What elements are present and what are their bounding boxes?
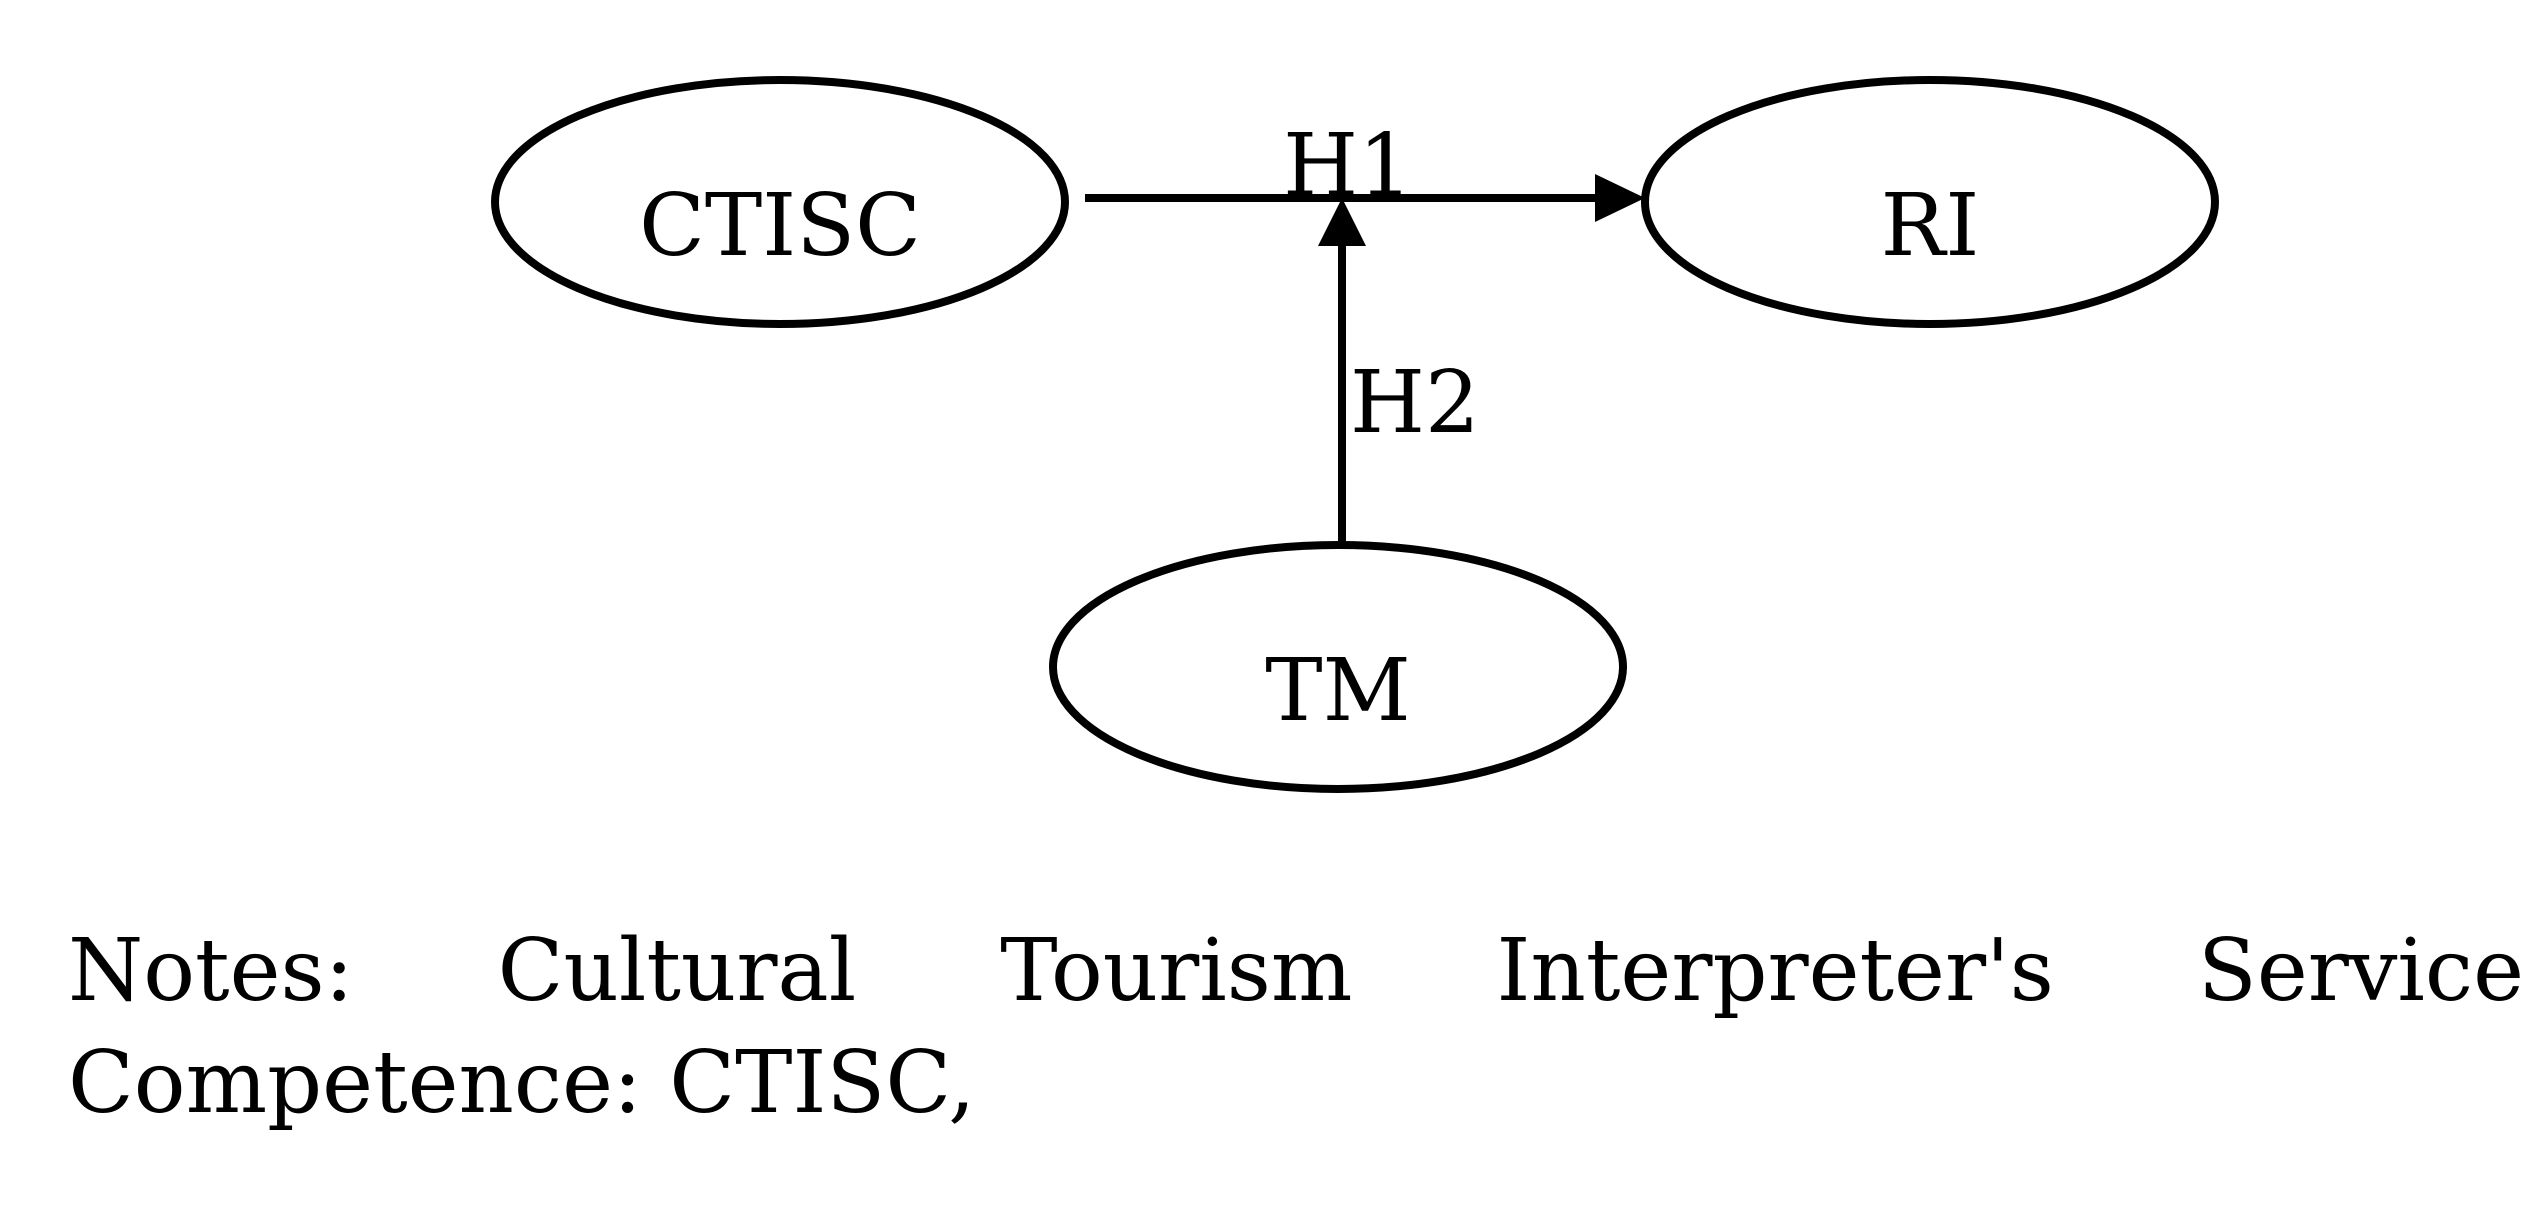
node-tm: TM — [1049, 541, 1627, 793]
node-ri-label: RI — [1881, 176, 1980, 276]
node-ri: RI — [1641, 76, 2219, 328]
notes-word: Cultural — [497, 921, 857, 1021]
notes-word: Notes: — [68, 921, 354, 1021]
edge-h1-arrow — [1085, 174, 1645, 222]
notes-line-1: Notes: Cultural Tourism Interpreter's Se… — [68, 915, 2524, 1027]
notes-word: Tourism — [1000, 921, 1353, 1021]
notes-word: Service — [2197, 921, 2524, 1021]
edge-h1-label: H1 — [1283, 116, 1413, 216]
notes-line-2: Competence: CTISC, — [68, 1033, 976, 1133]
node-ctisc-label: CTISC — [639, 176, 921, 276]
research-model-diagram: CTISC RI TM H1 H2 — [491, 76, 2219, 793]
node-ctisc: CTISC — [491, 76, 1069, 328]
edge-h2-arrow — [1318, 198, 1366, 543]
node-tm-label: TM — [1265, 641, 1410, 741]
notes-word: Interpreter's — [1496, 921, 2054, 1021]
edge-h2-label: H2 — [1350, 353, 1480, 453]
